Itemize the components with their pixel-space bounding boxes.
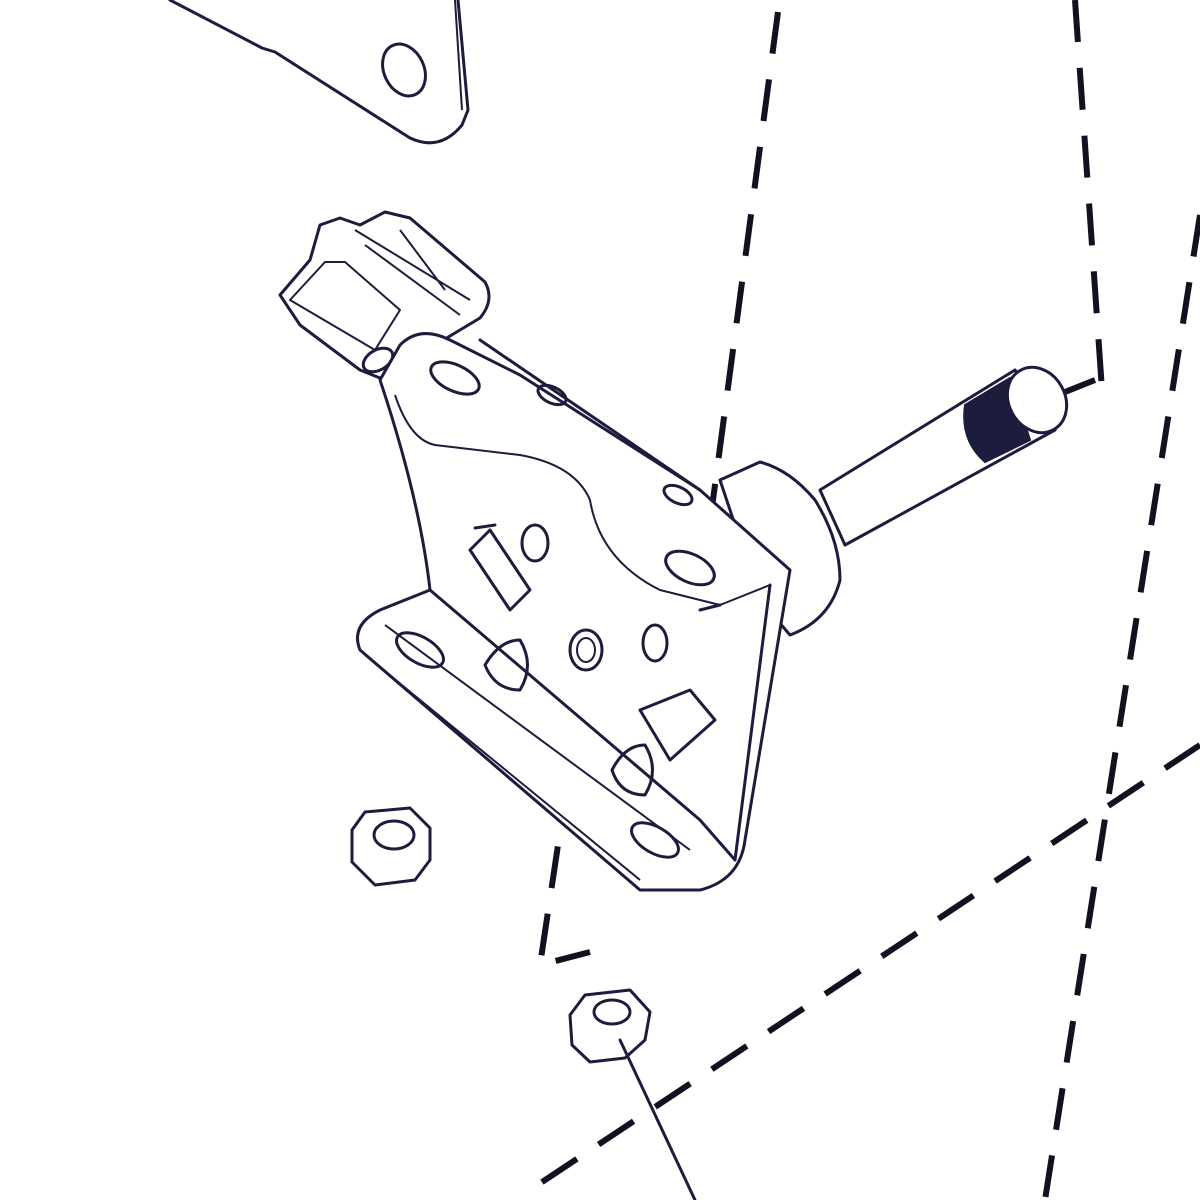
center-line-upper	[702, 11, 781, 561]
mounting-plate	[168, 0, 470, 145]
slot-hole	[429, 360, 481, 396]
locating-tab	[610, 743, 654, 797]
shaft-axis-line	[1063, 377, 1097, 395]
center-hole	[568, 628, 604, 672]
leader-line	[618, 1038, 697, 1200]
right-line-long	[1042, 214, 1200, 1200]
plate-hole	[381, 42, 427, 98]
bracket-hub	[718, 460, 842, 637]
threaded-shaft	[818, 365, 1069, 547]
hex-nut-small	[568, 988, 652, 1064]
small-hole	[520, 523, 550, 563]
shaft-end	[1005, 365, 1069, 435]
slot-hole	[630, 821, 680, 859]
switch-bracket	[356, 332, 792, 892]
spring-clip	[468, 523, 532, 612]
hex-nut-large	[350, 806, 432, 887]
slot-hole	[664, 549, 716, 587]
slot-hole	[395, 631, 445, 669]
spring-clip	[638, 688, 717, 762]
locating-tab	[483, 638, 529, 692]
small-hole	[641, 623, 669, 663]
right-line-upper	[1072, 0, 1105, 391]
